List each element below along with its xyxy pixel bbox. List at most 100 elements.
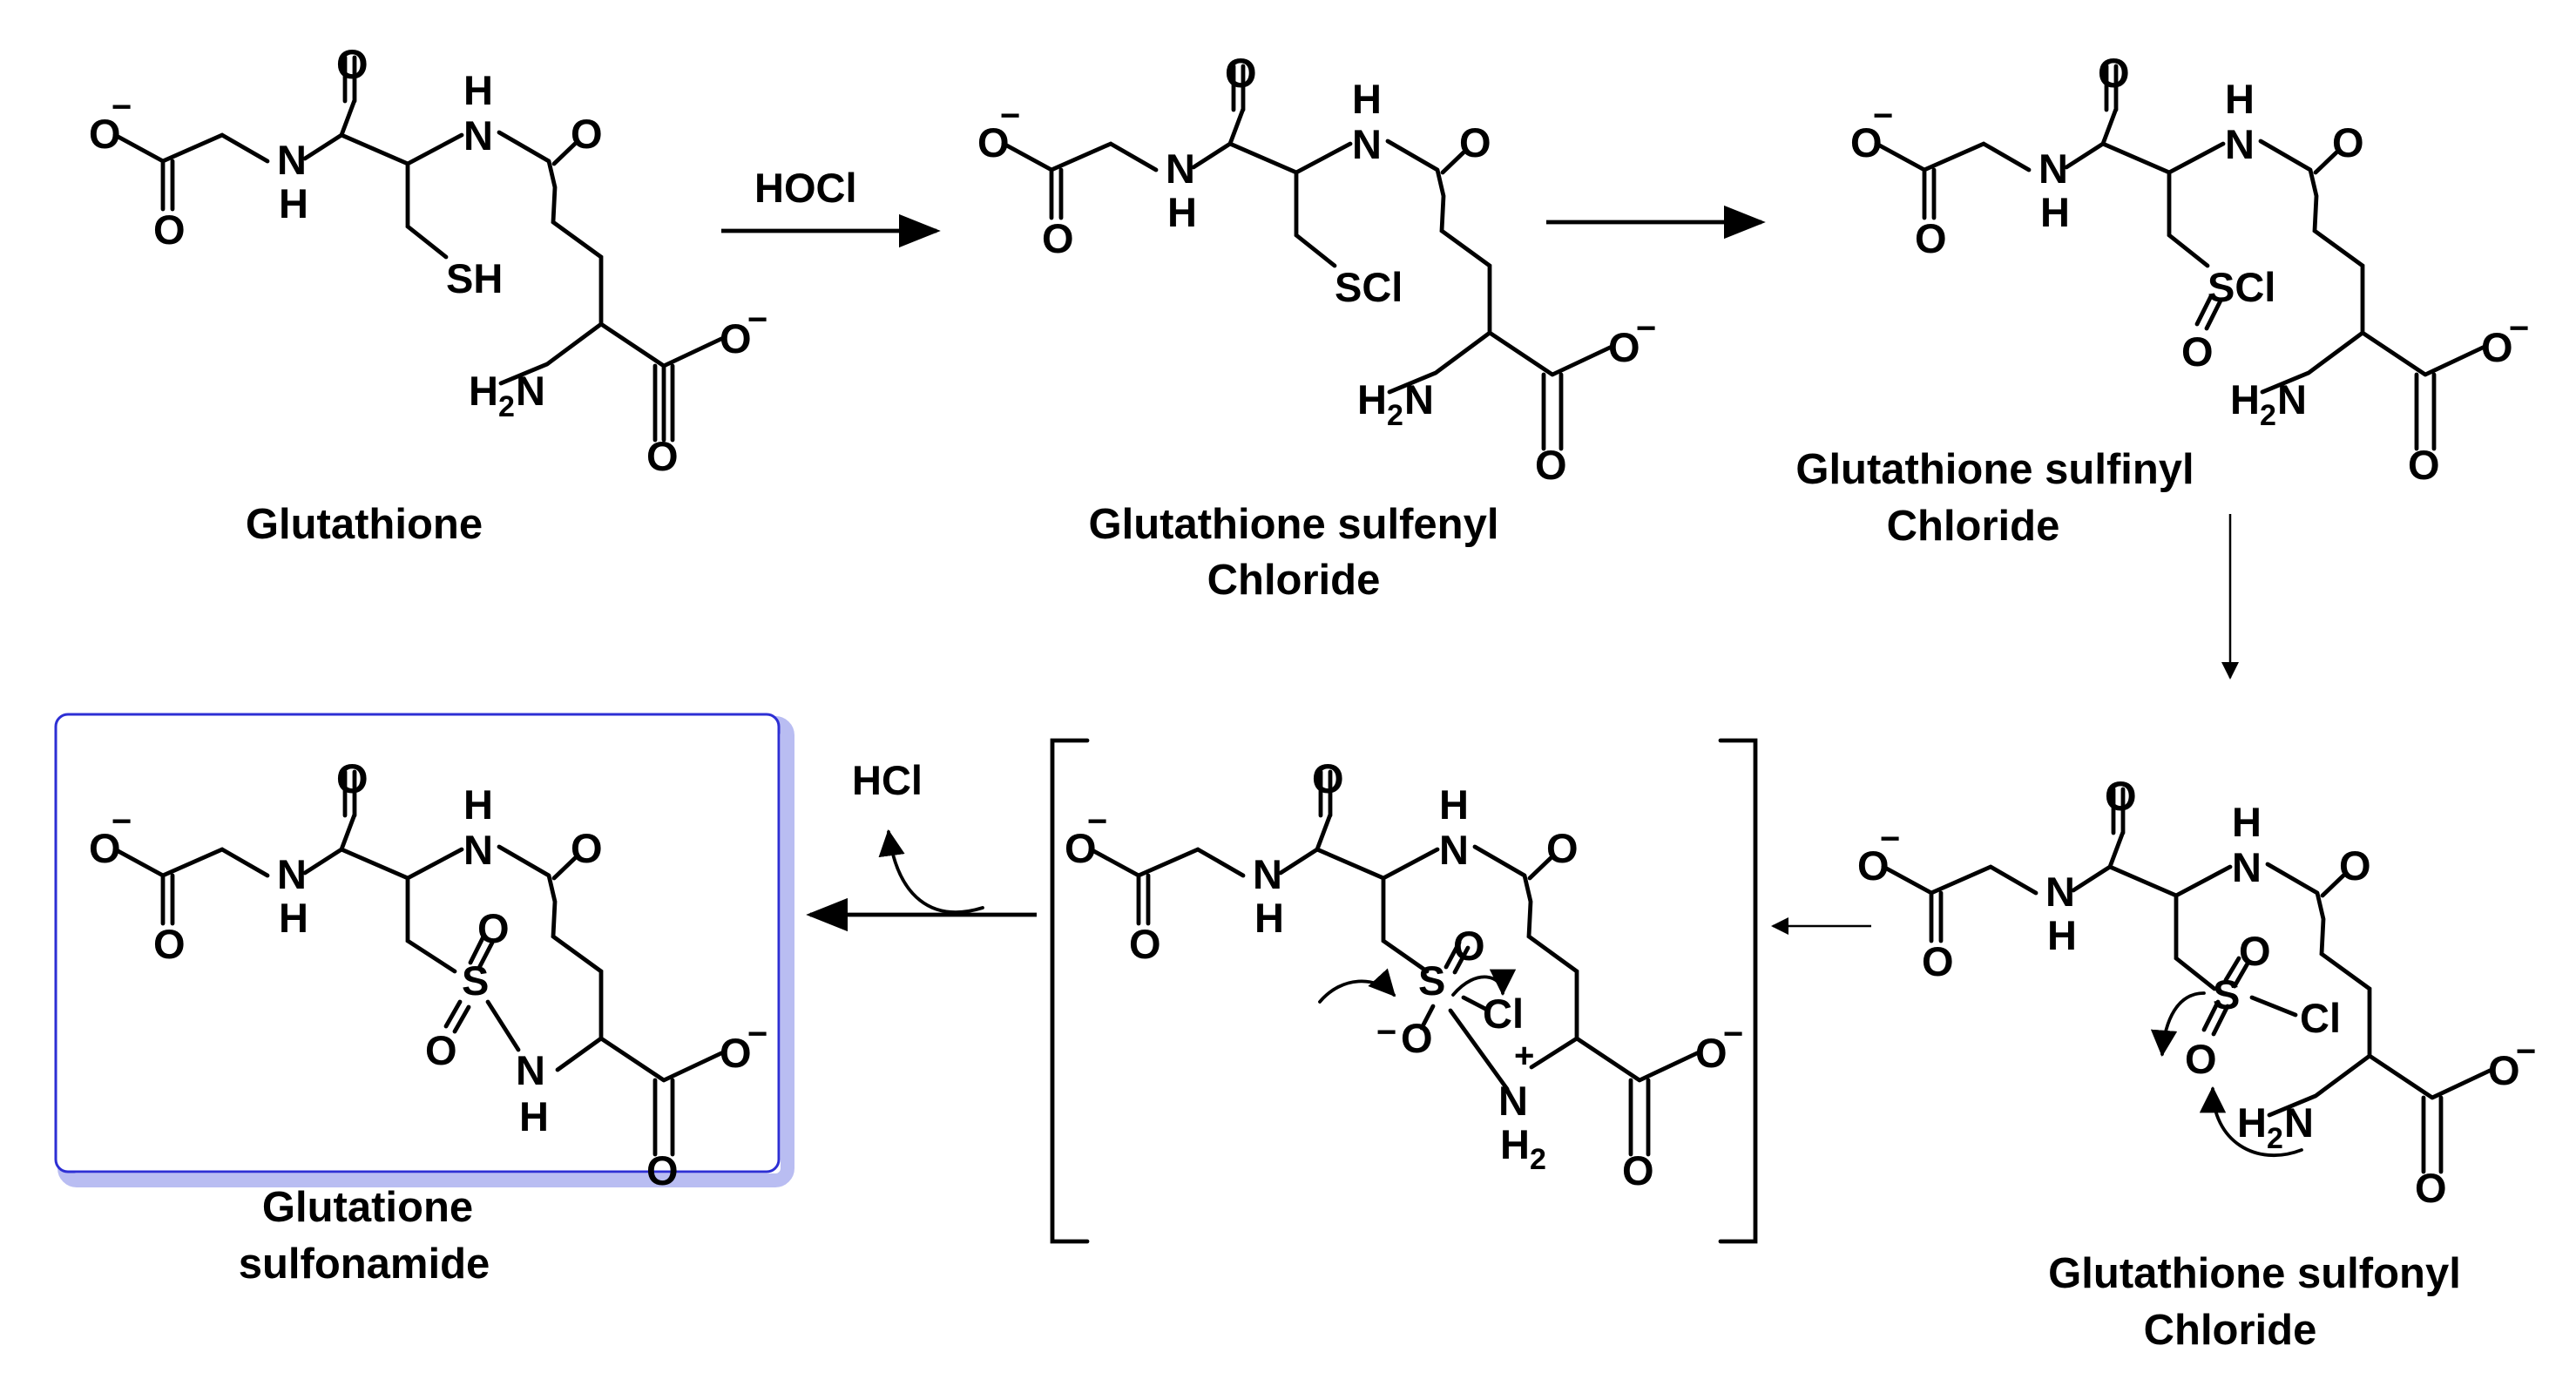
molecule-backbone <box>1001 64 1614 451</box>
atom-label: N <box>2225 121 2255 167</box>
atom-label: O <box>1608 324 1640 370</box>
reagent-hocl: HOCl <box>754 165 857 211</box>
atom-label: O <box>1312 755 1344 801</box>
atom-label: − <box>1723 1015 1743 1053</box>
atom-label: O <box>1459 119 1491 166</box>
intermediate-bracket <box>1050 738 1758 1244</box>
atom-label: N <box>2038 145 2068 192</box>
atom-label: 2 <box>1530 1143 1546 1176</box>
atom-label: − <box>2509 309 2529 348</box>
atom-label: O <box>571 825 603 871</box>
atom-label: N <box>1352 121 1382 167</box>
atom-label: H <box>2047 912 2077 958</box>
atom-label: H <box>519 1093 549 1139</box>
atom-label: O <box>153 921 186 967</box>
molecule-backbone <box>1874 64 2487 451</box>
atom-label: O <box>425 1027 457 1073</box>
atom-label: O <box>1453 923 1485 969</box>
atom-label: N <box>463 112 493 159</box>
atom-label: N <box>1253 851 1282 897</box>
name-glutathione: Glutathione <box>246 501 483 548</box>
atom-label: + <box>1514 1037 1534 1075</box>
atom-label: 2 <box>2267 1122 2283 1155</box>
atom-label: N <box>2277 376 2307 423</box>
atom-label: O <box>1850 119 1883 166</box>
molecule-sulfinyl-chloride: O − O N H O H N O SCl O H 2 N O − O <box>1850 50 2529 488</box>
atom-label: O <box>1695 1030 1727 1076</box>
atom-label: N <box>2045 869 2075 915</box>
curly-arrow-1 <box>1318 968 1396 1004</box>
atom-label: O <box>2185 1036 2217 1082</box>
atom-label: N <box>1404 376 1434 423</box>
atom-label: H <box>279 180 308 227</box>
molecule-backbone <box>1881 787 2494 1174</box>
atom-label: H <box>1167 189 1197 235</box>
molecule-intermediate: O − O N H O H N O S O O − Cl N + H 2 O −… <box>1065 755 1743 1194</box>
atom-label: N <box>1498 1078 1528 1124</box>
name-sulfinyl-line2: Chloride <box>1887 503 2060 550</box>
atom-label: O <box>336 755 368 801</box>
atom-label: H <box>463 781 493 828</box>
atom-label: H <box>2040 189 2070 235</box>
atom-label: N <box>2232 844 2262 890</box>
name-sulfenyl-line1: Glutathione sulfenyl <box>1089 501 1499 548</box>
atom-label: Cl <box>2300 995 2341 1041</box>
atom-label: O <box>1535 442 1567 488</box>
atom-label: H <box>469 368 498 414</box>
atom-label: − <box>1087 802 1107 841</box>
atom-label: O <box>2415 1165 2447 1211</box>
atom-label: O <box>477 905 510 951</box>
atom-label: O <box>1129 921 1161 967</box>
name-sulfonyl-line1: Glutathione sulfonyl <box>2048 1250 2461 1297</box>
atom-label: − <box>1873 97 1893 135</box>
atom-label: N <box>463 827 493 873</box>
atom-label: O <box>977 119 1010 166</box>
atom-label: O <box>720 315 752 362</box>
atom-label: − <box>2516 1032 2536 1071</box>
atom-label: O <box>2181 328 2214 375</box>
atom-label: N <box>1166 145 1195 192</box>
molecule-backbone <box>112 769 726 1157</box>
atom-label: H <box>2232 799 2262 845</box>
atom-label: N <box>277 851 307 897</box>
atom-label: − <box>1636 309 1656 348</box>
atom-label: SH <box>446 255 503 301</box>
reagent-hcl: HCl <box>852 757 923 803</box>
molecule-sulfonamide: O − O N H O H N O S O O N H O − O <box>89 755 767 1194</box>
atom-label: N <box>516 368 545 414</box>
atom-label: O <box>1225 50 1257 96</box>
atom-label: − <box>112 88 132 126</box>
atom-label: − <box>1376 1013 1396 1052</box>
atom-label: O <box>2488 1047 2520 1093</box>
atom-label: N <box>277 137 307 183</box>
atom-label: − <box>747 301 767 339</box>
atom-label: O <box>720 1030 752 1076</box>
atom-label: − <box>747 1015 767 1053</box>
atom-label: H <box>279 895 308 941</box>
molecule-backbone <box>1088 769 1701 1157</box>
atom-label: O <box>2339 842 2371 889</box>
carboxylate-bond <box>652 363 675 443</box>
atom-label: H <box>2225 76 2255 122</box>
atom-label: H <box>1254 895 1284 941</box>
atom-label: S <box>2213 971 2240 1018</box>
name-sulfonamide-line1: Glutatione <box>262 1184 473 1231</box>
atom-label: O <box>1546 825 1579 871</box>
atom-label: O <box>1065 825 1097 871</box>
atom-label: O <box>1622 1147 1654 1194</box>
atom-label: O <box>1915 215 1947 261</box>
name-sulfonamide-line2: sulfonamide <box>239 1241 490 1288</box>
curly-arrow-hcl-loss <box>878 828 984 914</box>
molecule-backbone <box>112 55 726 443</box>
atom-label: − <box>112 802 132 841</box>
atom-label: H <box>463 67 493 113</box>
curly-arrow-electron <box>2150 991 2206 1058</box>
curly-arrow-amine-attack <box>2199 1085 2303 1158</box>
left-bracket <box>1050 738 1090 1244</box>
atom-label: O <box>1857 842 1890 889</box>
atom-label: O <box>646 1147 679 1194</box>
atom-label: S <box>1418 957 1445 1004</box>
atom-label: O <box>89 825 121 871</box>
atom-label: N <box>516 1047 545 1093</box>
